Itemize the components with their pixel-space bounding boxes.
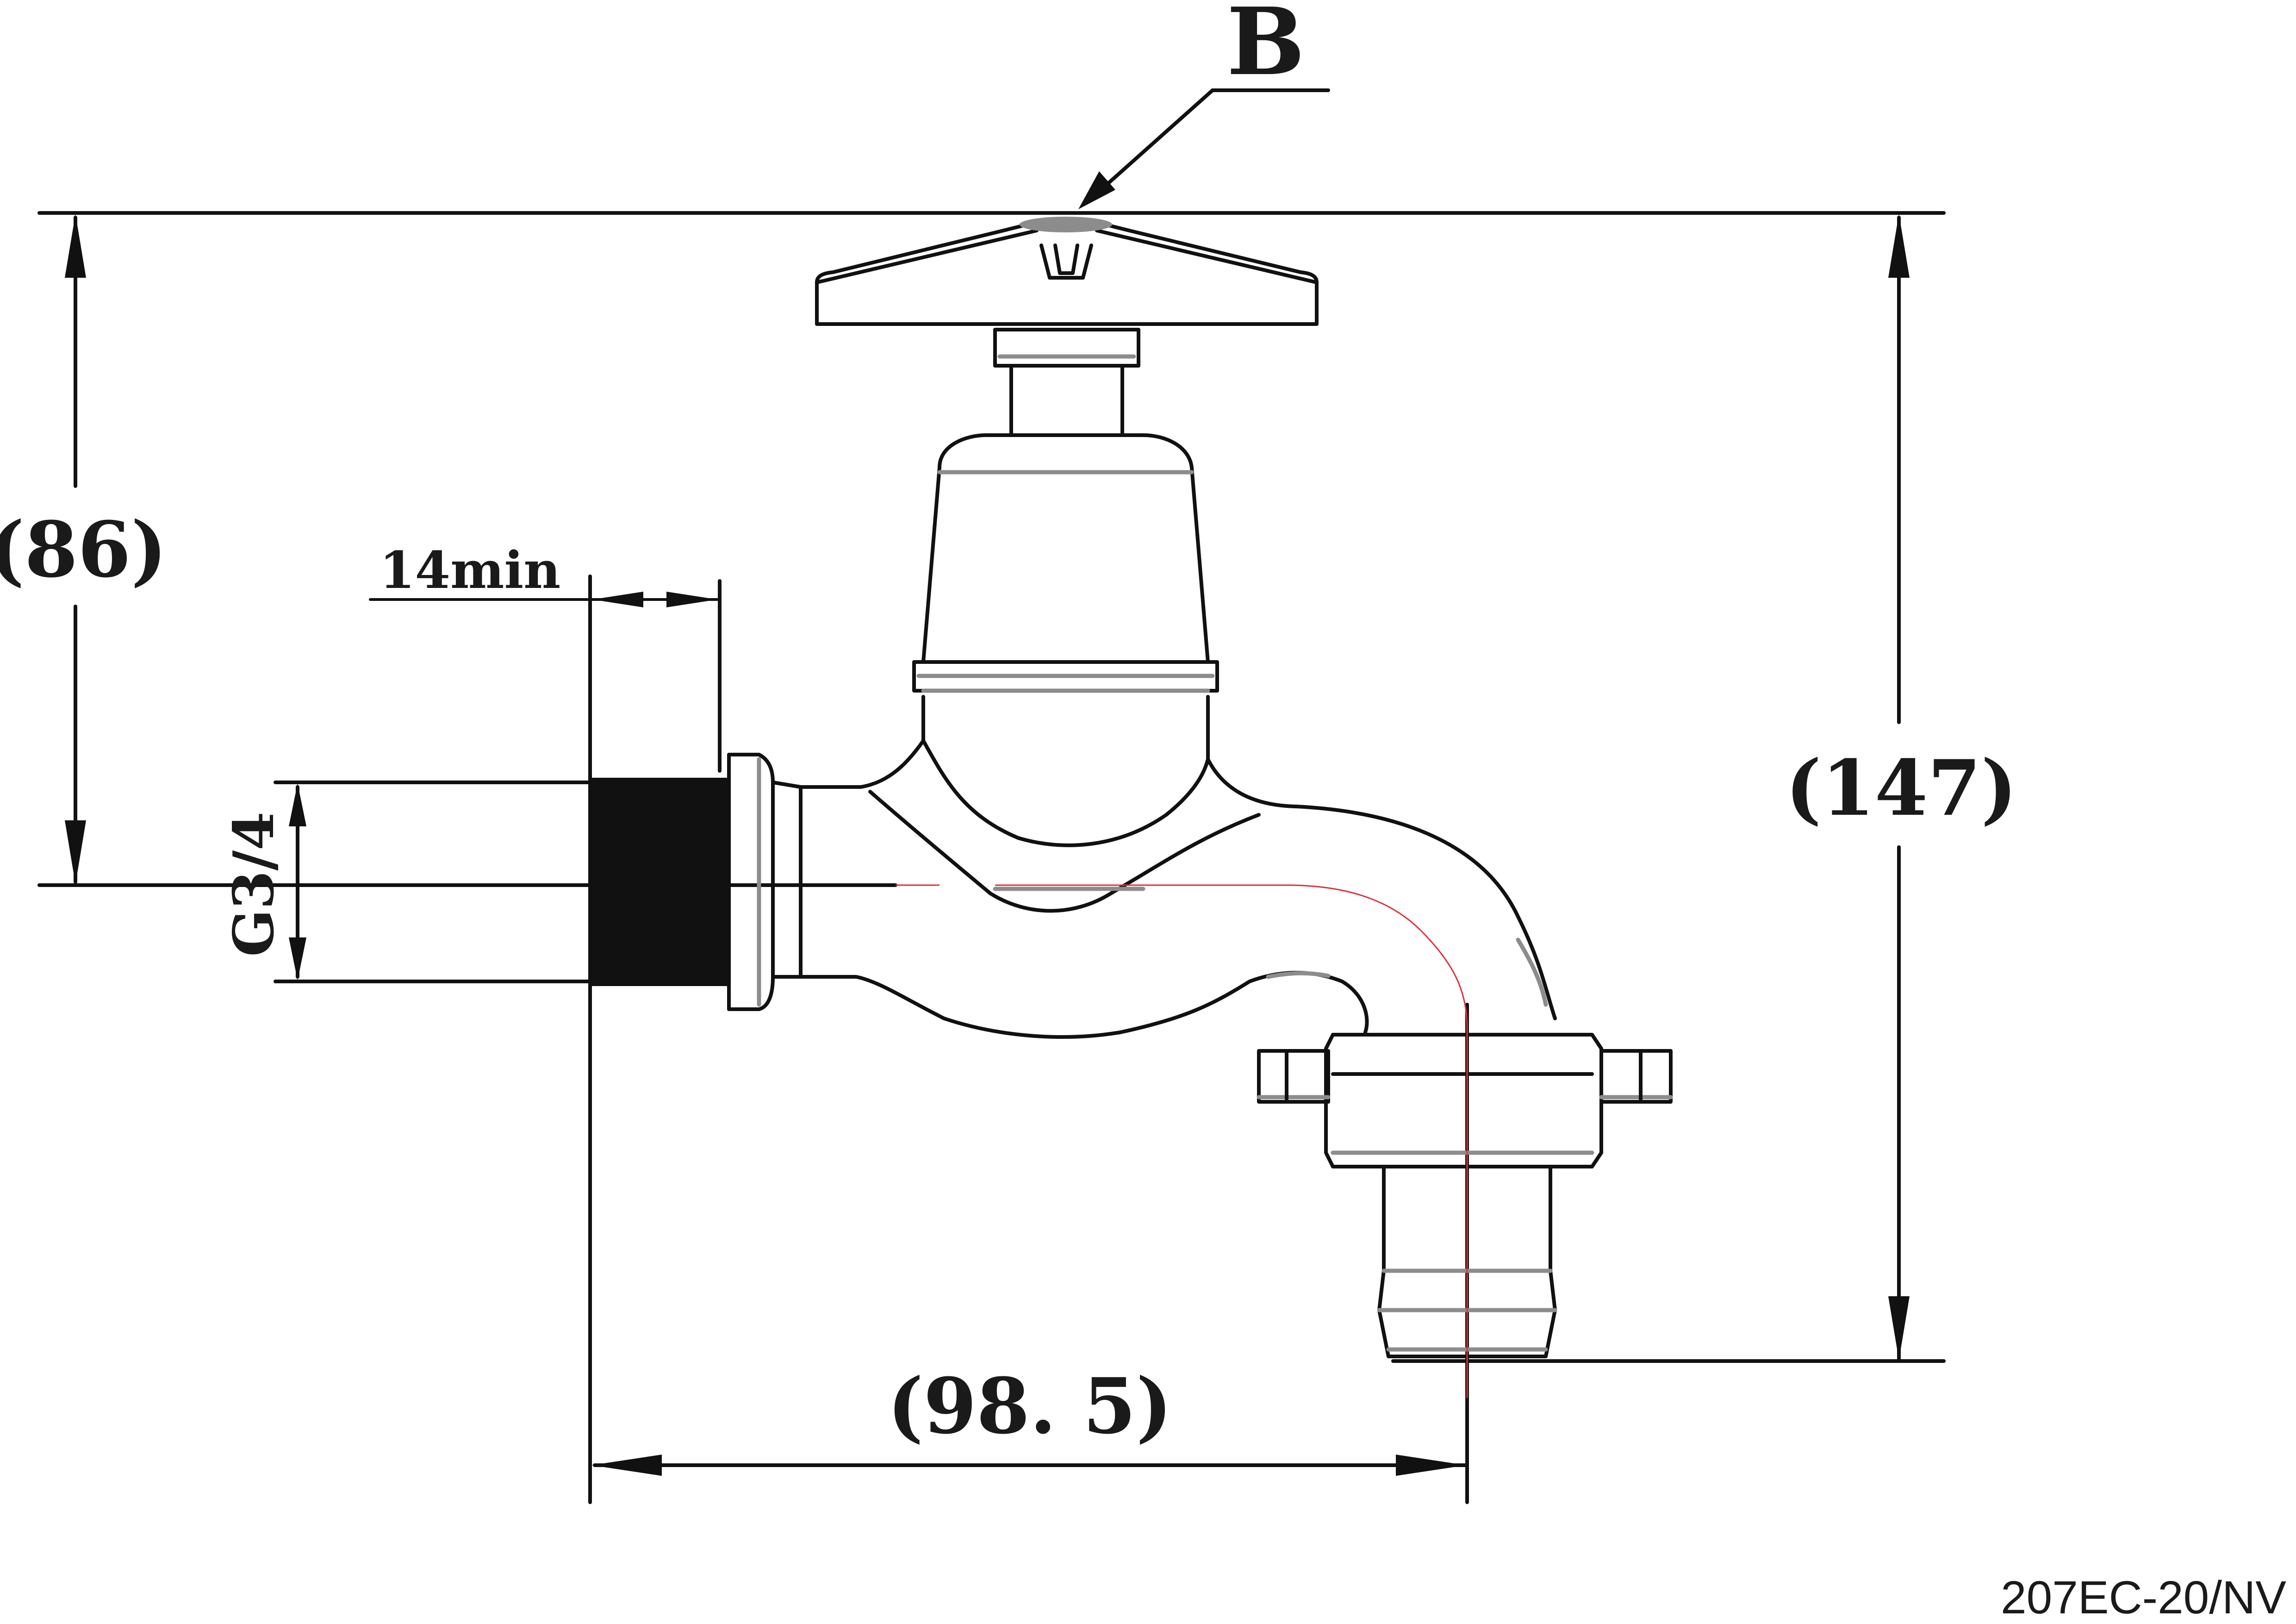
- thread-size-label: G3/4: [221, 812, 286, 956]
- total-height-dimension: [1888, 214, 1910, 1361]
- height-to-center-label: (86): [0, 505, 167, 594]
- part-code: 207EC-20/NV: [2001, 1572, 2286, 1624]
- flow-centerline: [896, 884, 1468, 1398]
- thread-length-dimension: [369, 579, 722, 773]
- callout-b-leader: [1078, 88, 1330, 209]
- inlet-flange: [727, 753, 803, 1011]
- thread-length-label: 14min: [380, 540, 560, 600]
- projection-label: (98. 5): [887, 1361, 1172, 1451]
- faucet-bonnet: [912, 433, 1219, 693]
- faucet-spindle: [993, 328, 1140, 435]
- callout-b-label: B: [1226, 0, 1305, 96]
- total-height-label: (147): [1786, 743, 2017, 833]
- faucet-body: [799, 695, 1557, 1039]
- height-to-center-dimension: [65, 214, 86, 884]
- outlet-union: [1257, 1033, 1673, 1168]
- thread-size-dimension: [274, 781, 594, 983]
- faucet-handle: [815, 217, 1319, 326]
- callout-b-marker: [1020, 217, 1112, 232]
- inlet-thread: [590, 769, 731, 995]
